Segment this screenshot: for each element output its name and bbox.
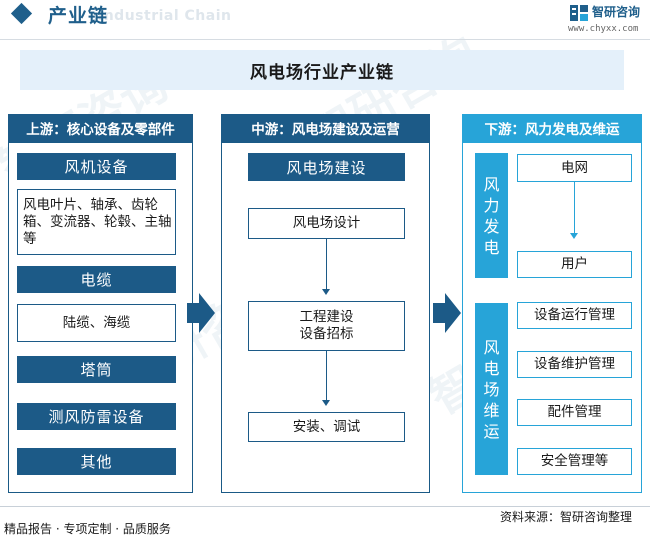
upstream-item-cable: 电缆 bbox=[17, 266, 176, 293]
downstream-item-safety-management: 安全管理等 bbox=[517, 448, 632, 475]
midstream-heading: 中游：风电场建设及运营 bbox=[221, 114, 430, 142]
footer-source: 资料来源：智研咨询整理 bbox=[500, 510, 633, 524]
midstream-item-design: 风电场设计 bbox=[248, 208, 405, 239]
diagram-title: 风电场行业产业链 bbox=[20, 50, 624, 90]
group-label: 风电场维运 bbox=[483, 337, 500, 441]
footer-divider bbox=[0, 506, 650, 507]
downstream-item-grid: 电网 bbox=[517, 154, 632, 182]
chevron-right-arrow-icon bbox=[433, 293, 461, 333]
downstream-item-parts-management: 配件管理 bbox=[517, 399, 632, 426]
header-title: 产业链 bbox=[48, 5, 109, 27]
upstream-item-cable-types: 陆缆、海缆 bbox=[17, 304, 176, 342]
downstream-heading: 下游：风力发电及维运 bbox=[462, 114, 642, 142]
header-title-en: Industrial Chain bbox=[98, 8, 232, 24]
header-divider bbox=[0, 39, 650, 40]
upstream-item-fan-parts: 风电叶片、轴承、齿轮箱、变流器、轮毂、主轴等 bbox=[17, 189, 176, 255]
chevron-right-arrow-icon bbox=[187, 293, 215, 333]
downstream-group-operation-maintenance: 风电场维运 bbox=[475, 303, 508, 475]
arrow-down-icon bbox=[322, 400, 330, 406]
page-header: Industrial Chain 产业链 智研咨询 www.chyxx.com bbox=[0, 0, 650, 34]
arrow-down-icon bbox=[322, 289, 330, 295]
upstream-item-wind-lightning: 测风防雷设备 bbox=[17, 403, 176, 430]
upstream-item-fan-equipment: 风机设备 bbox=[17, 153, 176, 180]
midstream-item-installation: 安装、调试 bbox=[248, 412, 405, 442]
logo-url: www.chyxx.com bbox=[568, 24, 639, 34]
flow-connector bbox=[326, 239, 327, 290]
logo-name: 智研咨询 bbox=[592, 5, 641, 19]
midstream-item-construction: 风电场建设 bbox=[248, 153, 405, 181]
footer-tagline: 精品报告 · 专项定制 · 品质服务 bbox=[4, 522, 171, 536]
midstream-item-engineering-bidding: 工程建设 设备招标 bbox=[248, 301, 405, 351]
upstream-heading: 上游：核心设备及零部件 bbox=[8, 114, 193, 142]
arrow-down-icon bbox=[570, 233, 578, 239]
flow-connector bbox=[326, 351, 327, 401]
chyxx-logo-icon bbox=[570, 5, 588, 21]
diamond-icon bbox=[10, 2, 33, 25]
group-label: 风力发电 bbox=[483, 174, 500, 257]
downstream-item-maintenance-management: 设备维护管理 bbox=[517, 351, 632, 378]
downstream-item-user: 用户 bbox=[517, 251, 632, 278]
upstream-item-tower: 塔筒 bbox=[17, 356, 176, 383]
upstream-item-other: 其他 bbox=[17, 448, 176, 475]
flow-connector bbox=[574, 182, 575, 234]
downstream-item-operation-management: 设备运行管理 bbox=[517, 302, 632, 329]
downstream-group-power-generation: 风力发电 bbox=[475, 153, 508, 278]
